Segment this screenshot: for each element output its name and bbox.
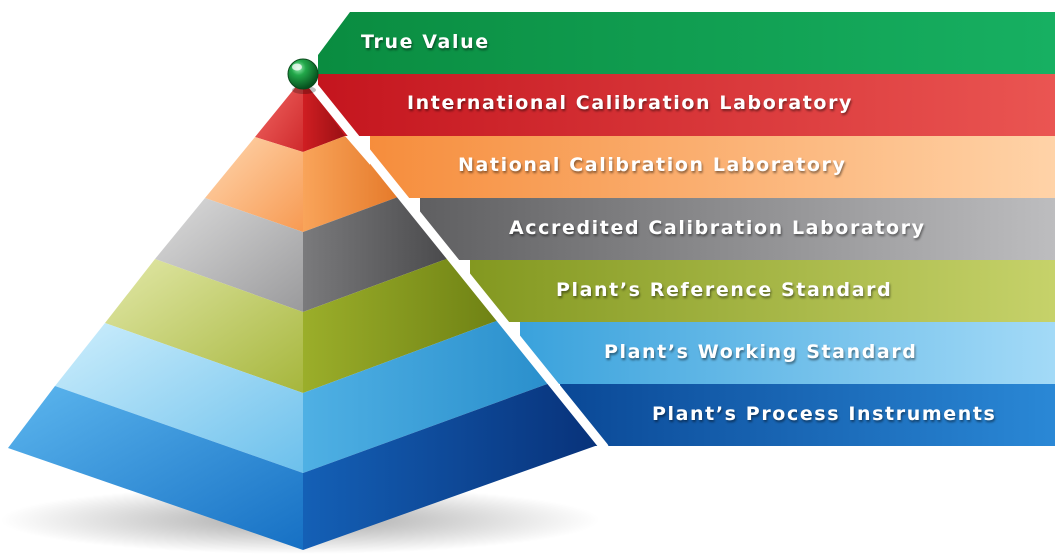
banner-true-value	[318, 12, 1055, 74]
level-label-international-calibration-laboratory: International Calibration Laboratory	[407, 92, 854, 114]
pyramid-tier-sky-front	[55, 323, 303, 473]
level-label-plants-process-instruments: Plant’s Process Instruments	[652, 403, 997, 425]
pyramid-tier-olive-right	[303, 258, 499, 393]
level-label-national-calibration-laboratory: National Calibration Laboratory	[458, 154, 847, 176]
pyramid-tier-orange-front	[205, 137, 303, 232]
pyramid-tier-navy-right	[303, 383, 598, 550]
pyramid-tier-gray-right	[303, 197, 449, 312]
banner-plants-working-standard	[520, 322, 1055, 384]
pyramid-tier-orange-right	[303, 136, 398, 232]
pyramid-tier-olive-front	[105, 259, 303, 393]
banner-international-calibration-laboratory	[318, 74, 1055, 136]
pyramid-tier-red-right	[303, 78, 345, 152]
level-label-plants-working-standard: Plant’s Working Standard	[604, 341, 918, 363]
pyramid-tier-sky-right	[303, 320, 550, 473]
banner-accredited-calibration-laboratory	[420, 198, 1055, 260]
pyramid-tier-navy-front	[8, 386, 303, 550]
banner-plants-process-instruments	[560, 384, 1055, 446]
apex-ball-icon	[287, 58, 319, 90]
level-label-plants-reference-standard: Plant’s Reference Standard	[556, 279, 893, 301]
level-label-accredited-calibration-laboratory: Accredited Calibration Laboratory	[509, 217, 926, 239]
banner-plants-reference-standard	[470, 260, 1055, 322]
apex-ball-highlight	[292, 63, 302, 71]
pyramid-tier-red-front	[255, 78, 303, 152]
banner-national-calibration-laboratory	[370, 136, 1055, 198]
pyramid-right-face	[303, 78, 598, 550]
pyramid-tier-gray-front	[155, 198, 303, 312]
level-banners	[318, 12, 1055, 446]
pyramid-edge-highlight	[305, 77, 609, 452]
level-label-true-value: True Value	[361, 31, 490, 53]
pyramid-front-face	[8, 78, 303, 550]
